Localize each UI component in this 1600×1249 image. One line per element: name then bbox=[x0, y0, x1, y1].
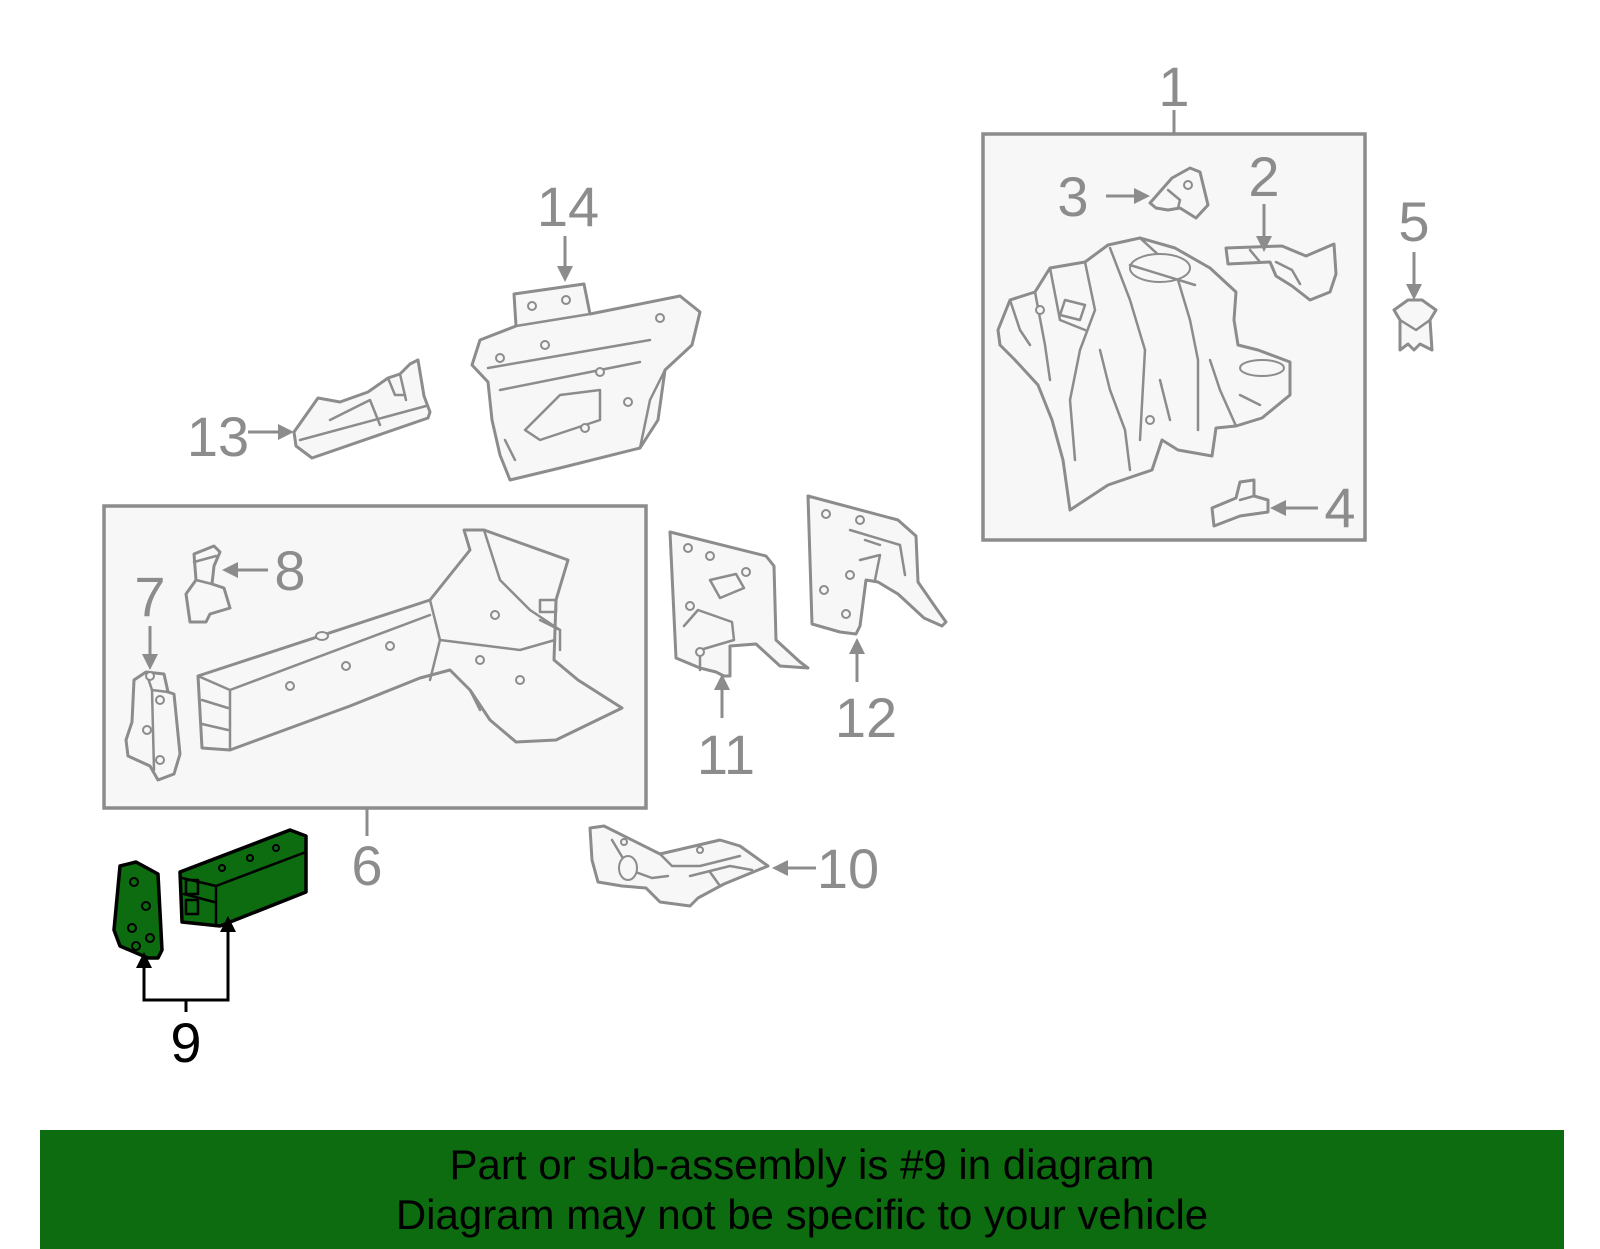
arrowhead-9-plate bbox=[136, 952, 152, 968]
part-12-bracket[interactable] bbox=[806, 494, 948, 636]
arrowhead-13 bbox=[278, 424, 294, 440]
callout-12: 12 bbox=[835, 686, 897, 749]
banner-line-disclaimer: Diagram may not be specific to your vehi… bbox=[395, 1190, 1209, 1238]
callout-6: 6 bbox=[351, 834, 382, 897]
part-8-bracket[interactable] bbox=[184, 544, 232, 624]
banner-line-part-number: Part or sub-assembly is #9 in diagram bbox=[449, 1140, 1155, 1188]
part-13-bracket[interactable] bbox=[292, 358, 432, 460]
callout-8: 8 bbox=[274, 539, 305, 602]
part-1-wheelhouse-assembly[interactable] bbox=[996, 236, 1292, 512]
callout-2: 2 bbox=[1248, 145, 1279, 208]
callout-3: 3 bbox=[1057, 165, 1088, 228]
arrowhead-4 bbox=[1270, 500, 1286, 516]
callout-9: 9 bbox=[170, 1011, 201, 1074]
part-7-reinforcement[interactable] bbox=[124, 670, 182, 782]
leader-line-9 bbox=[142, 930, 230, 1012]
arrowhead-2 bbox=[1256, 236, 1272, 252]
part-9-plate[interactable] bbox=[112, 860, 164, 960]
part-3-gusset[interactable] bbox=[1148, 166, 1210, 220]
callout-5: 5 bbox=[1398, 190, 1429, 253]
part-2-bracket[interactable] bbox=[1224, 242, 1338, 302]
arrowhead-12 bbox=[849, 638, 865, 654]
callout-14: 14 bbox=[537, 175, 599, 238]
arrowhead-8 bbox=[222, 562, 238, 578]
part-10-bracket[interactable] bbox=[588, 824, 770, 908]
callout-11: 11 bbox=[697, 723, 755, 786]
arrowhead-7 bbox=[142, 654, 158, 670]
arrowhead-10 bbox=[772, 860, 788, 876]
callout-1: 1 bbox=[1158, 55, 1189, 118]
part-9-rail-extension[interactable] bbox=[178, 828, 308, 928]
callout-10: 10 bbox=[817, 837, 879, 900]
callout-13: 13 bbox=[187, 405, 249, 468]
callout-7: 7 bbox=[134, 565, 165, 628]
info-banner-background bbox=[40, 1130, 1564, 1249]
arrowhead-14 bbox=[557, 266, 573, 282]
arrowhead-5 bbox=[1406, 284, 1422, 300]
callout-4: 4 bbox=[1324, 476, 1355, 539]
arrowhead-3 bbox=[1134, 188, 1150, 204]
part-6-front-side-rail[interactable] bbox=[196, 528, 624, 752]
part-11-bracket[interactable] bbox=[668, 530, 810, 678]
part-4-bracket[interactable] bbox=[1210, 478, 1270, 528]
arrowhead-11 bbox=[714, 674, 730, 690]
part-5-clip[interactable] bbox=[1392, 298, 1438, 352]
info-banner: Part or sub-assembly is #9 in diagram Di… bbox=[40, 1130, 1564, 1249]
arrowhead-9-rail bbox=[220, 916, 236, 932]
part-14-upper-panel[interactable] bbox=[470, 282, 702, 482]
